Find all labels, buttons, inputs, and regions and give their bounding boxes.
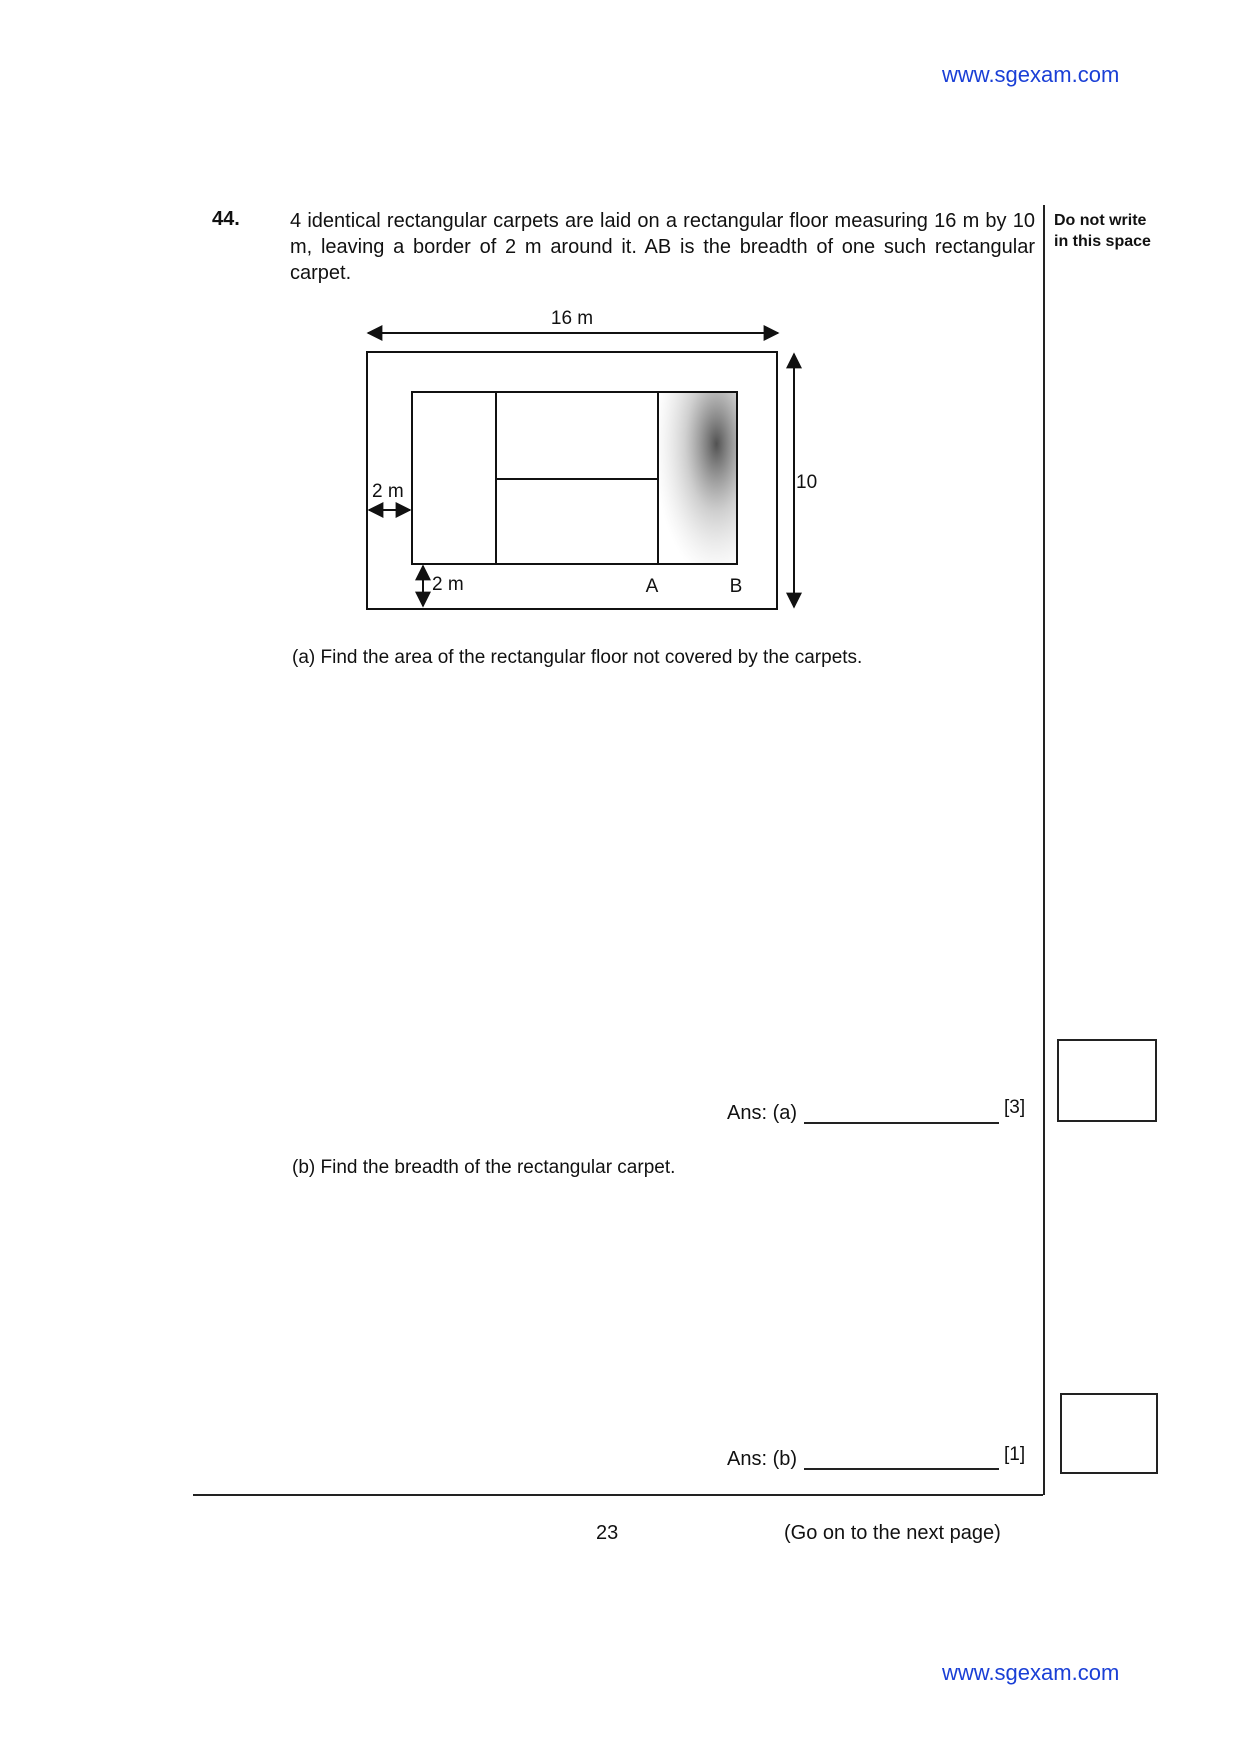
margin-note-line1: Do not write <box>1054 212 1147 229</box>
point-b-label: B <box>730 576 743 597</box>
margin-note-line2: in this space <box>1054 233 1151 250</box>
part-a-answer-line[interactable] <box>804 1112 999 1124</box>
bottom-border-label: 2 m <box>432 574 464 595</box>
continue-text: (Go on to the next page) <box>784 1522 1001 1544</box>
carpet-right-shading <box>658 393 736 563</box>
floor-diagram: 16 m 10 m 2 m 2 m A B <box>366 308 820 610</box>
part-a-prompt: (a) Find the area of the rectangular flo… <box>292 647 863 668</box>
width-label: 16 m <box>551 308 593 329</box>
footer-watermark: www.sgexam.com <box>942 1660 1120 1685</box>
footer-rule <box>193 1494 1043 1496</box>
margin-rule <box>1043 205 1045 1495</box>
part-a-mark-box <box>1057 1039 1157 1122</box>
header-watermark: www.sgexam.com <box>942 62 1120 87</box>
page-number: 23 <box>596 1522 619 1544</box>
question-text: 4 identical rectangular carpets are laid… <box>290 210 1035 284</box>
part-b-prompt: (b) Find the breadth of the rectangular … <box>292 1157 676 1178</box>
part-b-marks: [1] <box>1004 1444 1026 1465</box>
part-a-answer-label: Ans: (a) <box>727 1102 798 1124</box>
part-b-answer-line[interactable] <box>804 1458 999 1470</box>
part-a-marks: [3] <box>1004 1097 1026 1118</box>
question-number: 44. <box>212 208 240 230</box>
floor-outline <box>366 351 778 610</box>
part-b-answer-label: Ans: (b) <box>727 1448 798 1470</box>
point-a-label: A <box>646 576 659 597</box>
height-label: 10 m <box>796 472 820 493</box>
left-border-label: 2 m <box>372 481 404 502</box>
part-b-mark-box <box>1060 1393 1158 1474</box>
carpet-region <box>411 391 738 565</box>
margin-note: Do not write in this space <box>1054 210 1151 252</box>
